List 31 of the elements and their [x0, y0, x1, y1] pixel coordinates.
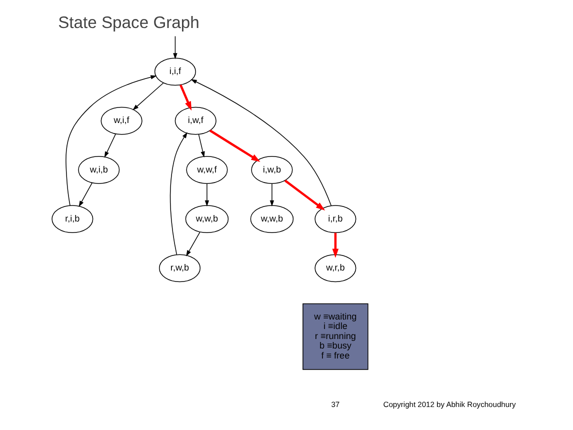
arrow: [180, 84, 192, 111]
arrow: [209, 130, 260, 162]
node-ellipse: w,w,b: [250, 205, 294, 234]
node-ellipse: w,r,b: [314, 254, 356, 282]
node-ellipse: w,i,f: [100, 106, 142, 135]
arrow: [332, 232, 339, 258]
arrow: [173, 36, 178, 60]
node-ellipse: i,w,f: [174, 106, 216, 135]
node-ellipse: r,w,b: [158, 254, 201, 282]
node-ellipse: i,w,b: [251, 156, 293, 184]
diagram-title: State Space Graph: [58, 12, 200, 32]
node-ellipse: r,i,b: [52, 205, 94, 234]
node-ellipse: w,w,b: [185, 205, 229, 234]
arrow: [204, 183, 210, 206]
node-box: w ≡waiting i ≡idle r ≡running b ≡busy f ≡ free: [302, 303, 368, 370]
node-ellipse: w,w,f: [186, 156, 228, 184]
arrow: [132, 82, 164, 110]
arrow: [104, 134, 116, 158]
label: 37: [331, 400, 340, 409]
arrow: [270, 183, 274, 206]
arrow: [186, 232, 200, 256]
node-ellipse: i,i,f: [154, 58, 196, 86]
node-ellipse: w,i,b: [78, 156, 120, 184]
arrow: [170, 132, 188, 255]
node-ellipse: i,r,b: [314, 205, 356, 234]
arrow: [190, 79, 332, 206]
arrow: [66, 75, 157, 206]
label: Copyright 2012 by Abhik Roychoudhury: [383, 400, 516, 409]
arrow: [284, 180, 326, 210]
arrow: [198, 134, 205, 158]
arrow: [78, 182, 92, 207]
